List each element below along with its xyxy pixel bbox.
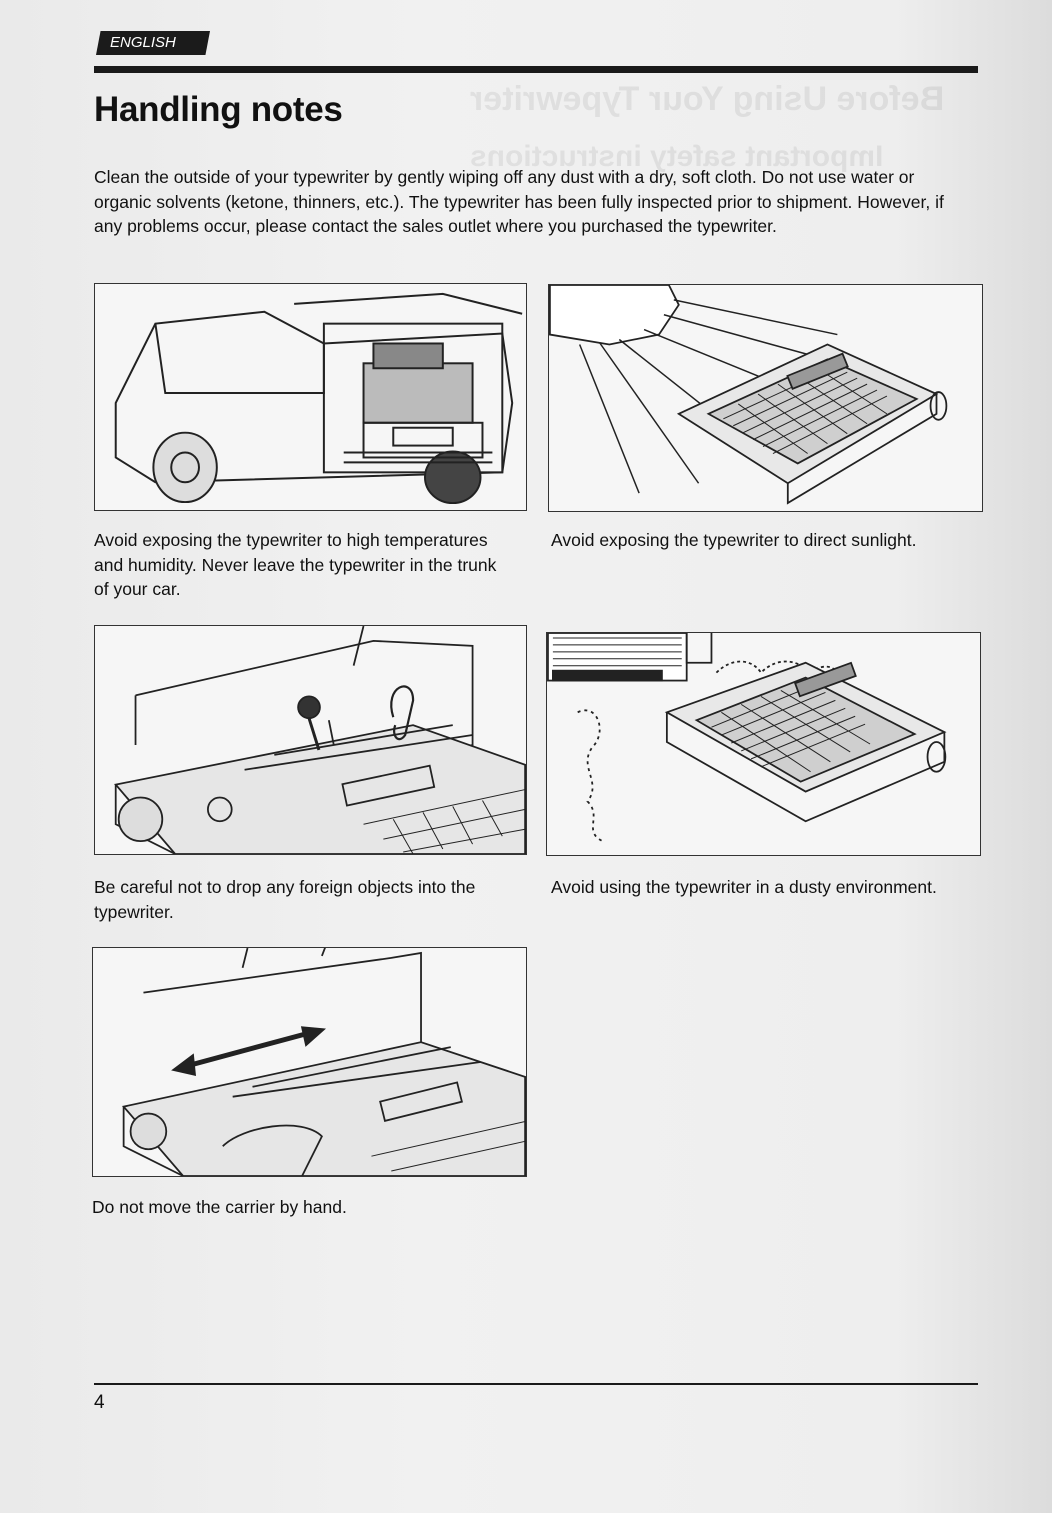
foreign-objects-illustration <box>94 625 527 855</box>
caption-dusty: Avoid using the typewriter in a dusty en… <box>551 877 937 897</box>
page-number: 4 <box>94 1392 105 1413</box>
caption-heat: Avoid exposing the typewriter to high te… <box>94 530 497 599</box>
carrier-illustration <box>92 947 527 1177</box>
bleed-through: Before Using Your Typewriter <box>470 80 945 118</box>
car-trunk-illustration <box>94 283 527 511</box>
dusty-environment-illustration <box>546 632 981 856</box>
footer-rule <box>94 1383 978 1385</box>
sunlight-illustration <box>548 284 983 512</box>
header-rule <box>94 66 978 73</box>
page-title: Handling notes <box>94 90 343 129</box>
caption-carrier: Do not move the carrier by hand. <box>92 1197 347 1217</box>
caption-sunlight: Avoid exposing the typewriter to direct … <box>551 530 917 550</box>
language-tag: ENGLISH <box>96 31 210 55</box>
caption-foreign-objects: Be careful not to drop any foreign objec… <box>94 877 476 922</box>
intro-paragraph: Clean the outside of your typewriter by … <box>94 167 944 236</box>
